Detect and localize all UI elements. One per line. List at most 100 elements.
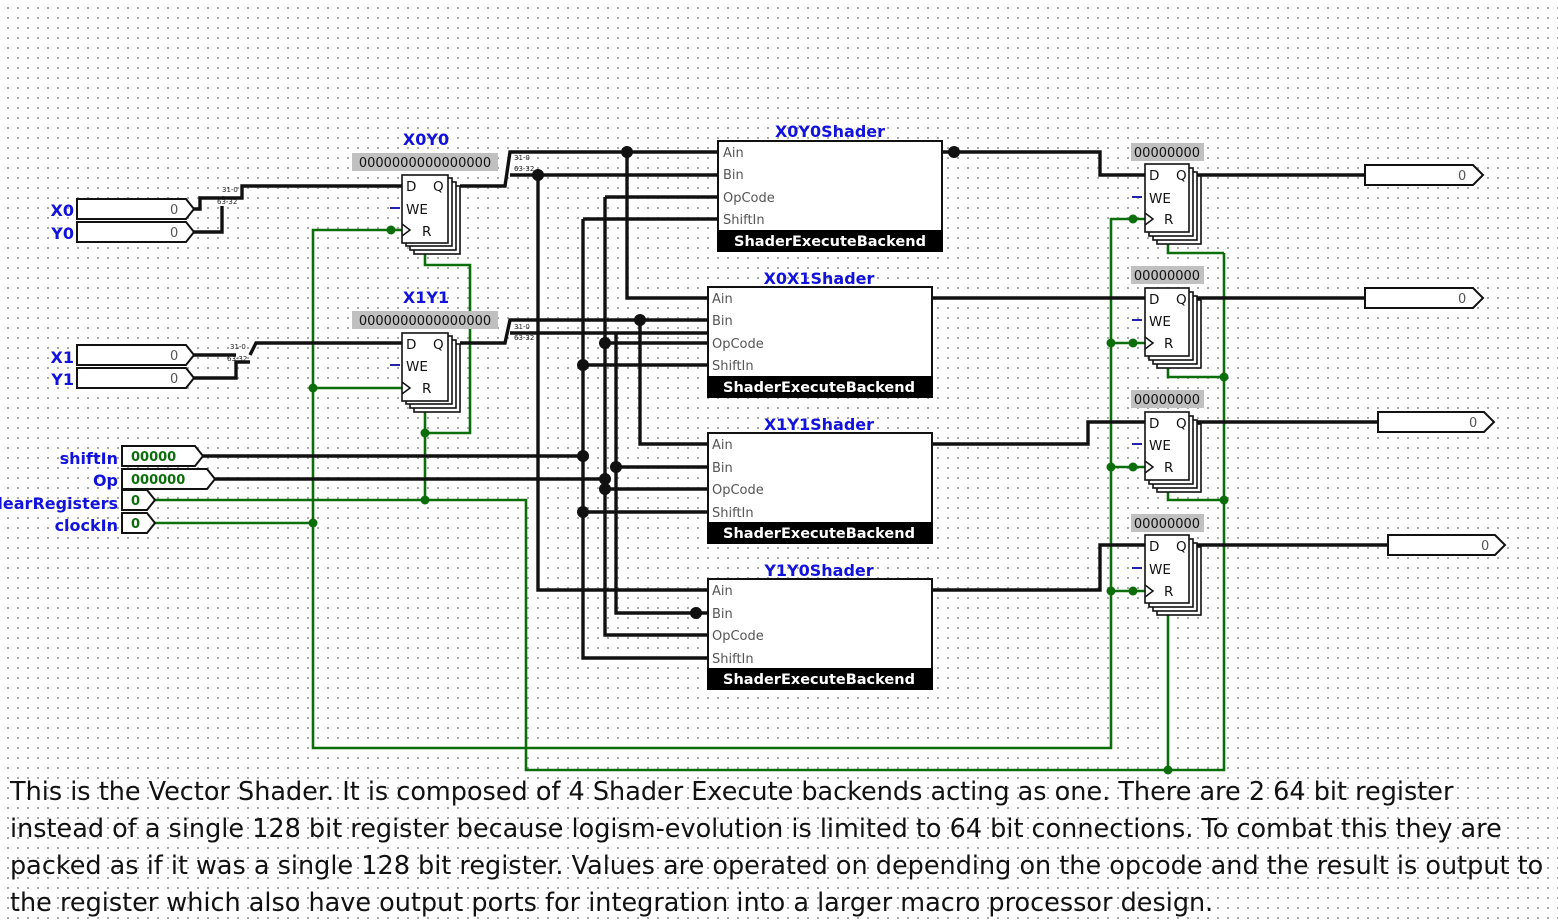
backend-label: ShaderExecuteBackend [723,526,915,542]
input-pin-op[interactable]: Op 000000 [93,468,217,490]
pin-label: Y0 [50,224,74,243]
description-text: This is the Vector Shader. It is compose… [10,777,1544,918]
control-wires [155,214,1229,775]
pin-d: D [406,337,416,353]
pin-value: 0 [1469,416,1477,431]
output-pin-1[interactable]: 0 [1364,164,1485,186]
pin-bin: Bin [712,607,733,622]
input-pin-x1[interactable]: X1 0 [51,344,196,367]
splitter-label: 31-0 [514,154,530,162]
pin-r: R [422,381,431,397]
input-pin-clearregisters[interactable]: clearRegisters 0 [0,489,157,513]
pin-q: Q [433,337,444,353]
pin-shiftin: ShiftIn [723,213,765,228]
register-value: 00000000 [1134,269,1200,284]
splitter-label: 31-0 [514,323,530,331]
shader-title: X0Y0Shader [775,122,885,141]
output-register-4[interactable]: 00000000 D Q WE R [1131,514,1204,616]
output-pin-3[interactable]: 0 [1377,411,1496,433]
pin-shiftin: ShiftIn [712,652,754,667]
splitter-label: 31-0 [222,186,238,194]
shader-title: X0X1Shader [764,269,875,288]
pin-d: D [1149,539,1159,555]
register-value: 00000000 [1134,146,1200,161]
pin-label: X1 [51,348,74,367]
pin-value: 0 [170,226,178,241]
splitters: 31-0 63-32 31-0 63-32 31-0 63-32 31-0 63… [217,154,534,363]
pin-value: 000000 [131,473,185,488]
input-pin-x0[interactable]: X0 0 [51,198,196,220]
pin-ain: Ain [712,292,733,307]
splitter-label: 63-32 [514,165,534,173]
pin-q: Q [1176,416,1187,432]
pin-value: 00000 [131,450,176,465]
output-pins: 0 0 0 0 [1364,164,1507,556]
pin-shiftin: ShiftIn [712,359,754,374]
pin-r: R [422,224,431,240]
output-register-3[interactable]: 00000000 D Q WE R [1131,390,1204,493]
pin-r: R [1164,584,1173,600]
pin-d: D [406,179,416,195]
splitter-label: 63-32 [217,198,237,206]
pin-label: Y1 [50,370,74,389]
pin-label: clearRegisters [0,494,118,513]
shader-x0x1[interactable]: X0X1Shader ShaderExecuteBackend Ain Bin … [707,269,933,398]
pin-shiftin: ShiftIn [712,506,754,521]
output-pin-4[interactable]: 0 [1387,534,1507,556]
pin-label: Op [93,471,118,490]
pin-ain: Ain [712,438,733,453]
pin-bin: Bin [712,461,733,476]
pin-value: 0 [170,349,178,364]
register-title: X1Y1 [403,288,449,307]
input-pin-y0[interactable]: Y0 0 [50,221,196,243]
pin-q: Q [1176,539,1187,555]
pin-value: 0 [170,372,178,387]
pin-label: shiftIn [60,449,118,468]
pin-we: WE [1149,438,1171,454]
pin-q: Q [433,179,444,195]
backend-label: ShaderExecuteBackend [734,234,926,250]
pin-we: WE [1149,562,1171,578]
register-value: 0000000000000000 [359,314,491,329]
register-value: 0000000000000000 [359,156,491,171]
input-pin-clockin[interactable]: clockIn 0 [55,512,157,535]
shader-x0y0[interactable]: X0Y0Shader ShaderExecuteBackend Ain Bin … [717,122,943,252]
pin-value: 0 [131,494,140,509]
pin-we: WE [406,359,428,375]
input-register-x1y1[interactable]: X1Y1 0000000000000000 D Q WE R [352,288,498,413]
input-register-x0y0[interactable]: X0Y0 0000000000000000 D Q WE R [352,130,498,255]
pin-bin: Bin [712,314,733,329]
pin-ain: Ain [712,584,733,599]
pin-value: 0 [1458,169,1466,184]
register-value: 00000000 [1134,393,1200,408]
shader-y1y0[interactable]: Y1Y0Shader ShaderExecuteBackend Ain Bin … [707,561,933,690]
pin-r: R [1164,336,1173,352]
shader-title: X1Y1Shader [764,415,874,434]
shader-x1y1[interactable]: X1Y1Shader ShaderExecuteBackend Ain Bin … [707,415,933,544]
pin-value: 0 [1481,539,1489,554]
pin-bin: Bin [723,168,744,183]
pin-q: Q [1176,168,1187,184]
pin-label: X0 [51,201,74,220]
pin-we: WE [1149,314,1171,330]
pin-opcode: OpCode [712,337,764,352]
pin-r: R [1164,212,1173,228]
pin-d: D [1149,292,1159,308]
input-pin-y1[interactable]: Y1 0 [50,367,196,389]
input-pins: X0 0 Y0 0 X1 0 Y1 0 shiftIn 00000 Op 000… [0,198,217,535]
pin-we: WE [406,202,428,218]
register-value: 00000000 [1134,517,1200,532]
splitter-label: 63-32 [514,334,534,342]
input-pin-shiftin[interactable]: shiftIn 00000 [60,445,205,468]
output-register-2[interactable]: 00000000 D Q WE R [1131,266,1204,369]
pin-r: R [1164,460,1173,476]
shader-title: Y1Y0Shader [763,561,873,580]
output-pin-2[interactable]: 0 [1364,287,1485,309]
pin-we: WE [1149,191,1171,207]
pin-d: D [1149,416,1159,432]
output-register-1[interactable]: 00000000 D Q WE R [1131,143,1204,245]
pin-value: 0 [1458,292,1466,307]
pin-label: clockIn [55,516,118,535]
pin-q: Q [1176,292,1187,308]
